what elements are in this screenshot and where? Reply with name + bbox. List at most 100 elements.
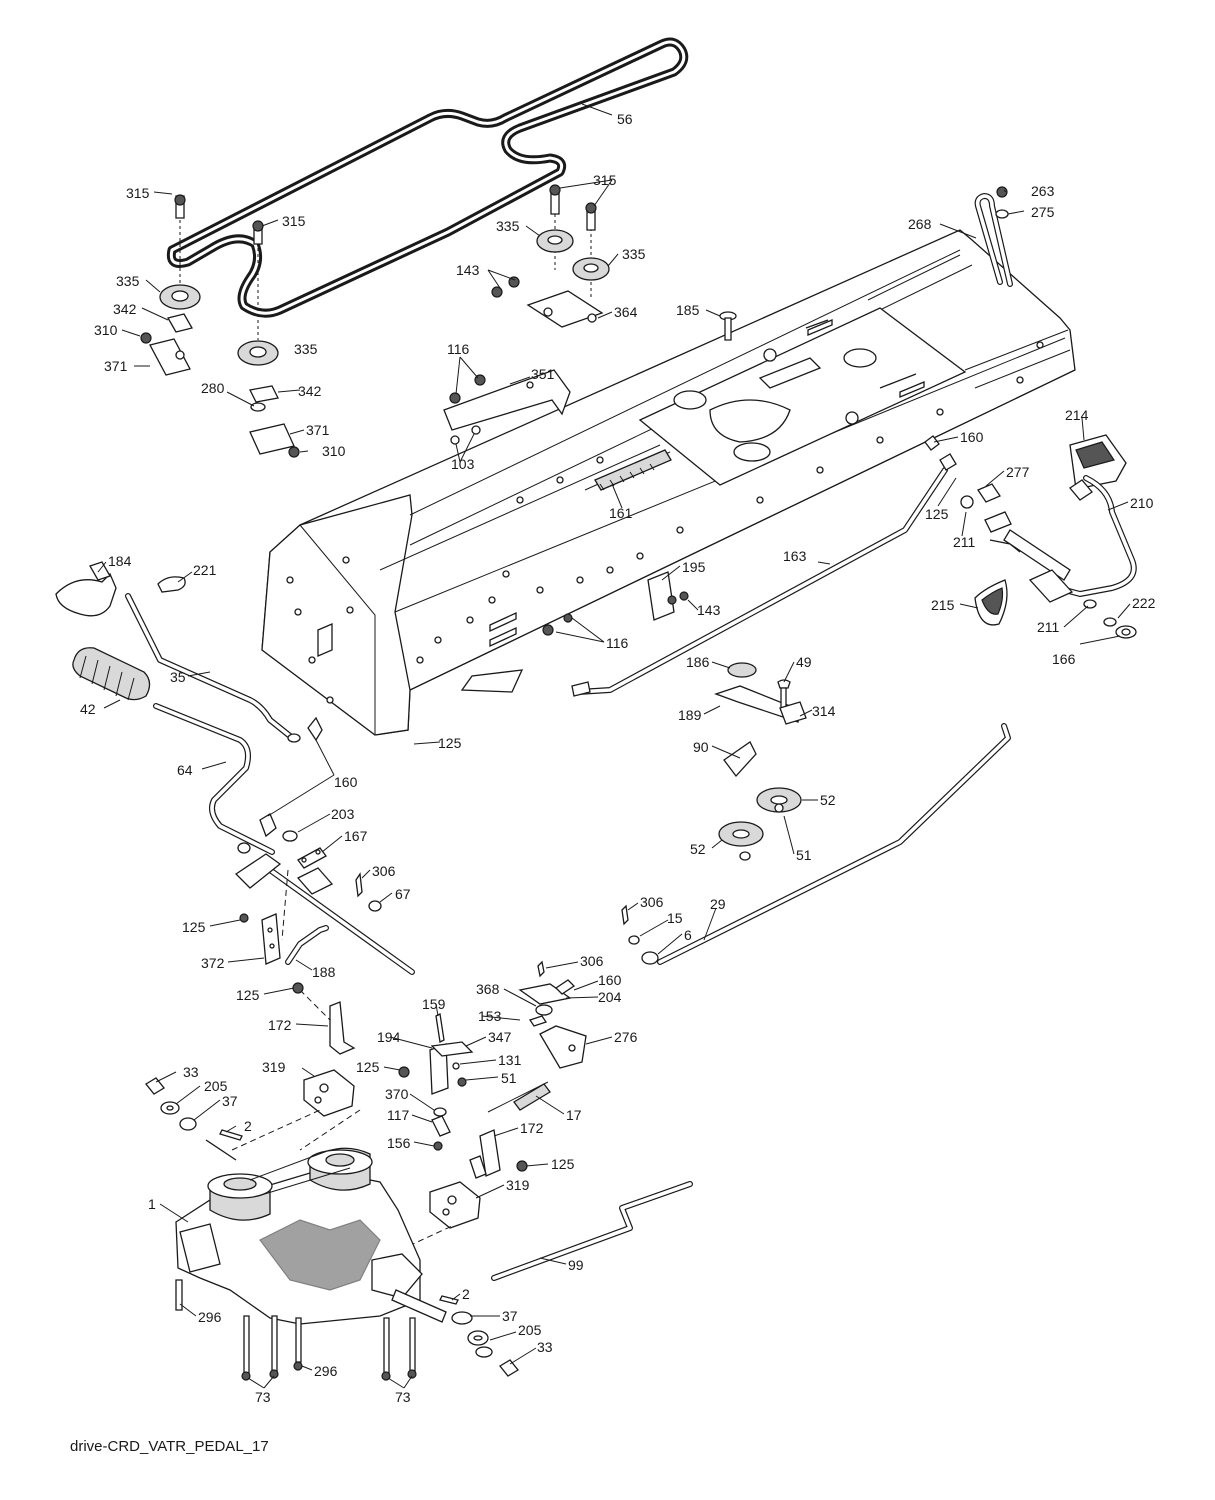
callout-159: 159	[422, 996, 446, 1012]
callout-6: 6	[684, 927, 692, 943]
callout-222: 222	[1132, 595, 1156, 611]
callout-2: 2	[462, 1286, 470, 1302]
washer-67	[368, 900, 382, 912]
callout-167: 167	[344, 828, 368, 844]
callout-166: 166	[1052, 651, 1076, 667]
callout-315: 315	[282, 213, 306, 229]
tension-spring	[584, 449, 672, 491]
callout-37: 37	[222, 1093, 238, 1109]
callout-335: 335	[622, 246, 646, 262]
transaxle-bolts	[175, 1279, 417, 1381]
callout-125: 125	[236, 987, 260, 1003]
callout-368: 368	[476, 981, 500, 997]
callout-67: 67	[395, 886, 411, 902]
callout-188: 188	[312, 964, 336, 980]
callout-35: 35	[170, 669, 186, 685]
brake-rod-268	[974, 186, 1013, 287]
callout-280: 280	[201, 380, 225, 396]
callout-371: 371	[306, 422, 330, 438]
callout-56: 56	[617, 111, 633, 127]
callout-342: 342	[113, 301, 137, 317]
clip-160-left	[307, 716, 323, 742]
callout-351: 351	[531, 366, 555, 382]
callout-64: 64	[177, 762, 193, 778]
callout-335: 335	[294, 341, 318, 357]
callout-364: 364	[614, 304, 638, 320]
callout-203: 203	[331, 806, 355, 822]
callout-51: 51	[796, 847, 812, 863]
callout-172: 172	[268, 1017, 292, 1033]
callout-17: 17	[566, 1107, 582, 1123]
callout-319: 319	[506, 1177, 530, 1193]
callout-116: 116	[606, 635, 629, 651]
axle-hardware-left	[145, 1077, 243, 1161]
callout-172: 172	[520, 1120, 544, 1136]
callout-163: 163	[783, 548, 807, 564]
grip-42	[72, 647, 151, 701]
callout-335: 335	[116, 273, 140, 289]
callout-103: 103	[451, 456, 475, 472]
callout-189: 189	[678, 707, 702, 723]
callout-161: 161	[609, 505, 633, 521]
bracket-172-upper	[329, 1001, 356, 1055]
callout-335: 335	[496, 218, 520, 234]
bracket-195	[647, 571, 689, 621]
bracket-172-lower	[469, 1129, 528, 1179]
bracket-372	[239, 913, 281, 965]
linkage-center	[518, 960, 587, 1069]
callout-211: 211	[953, 534, 976, 550]
callout-186: 186	[686, 654, 710, 670]
callout-185: 185	[676, 302, 700, 318]
rod-99	[491, 1181, 693, 1281]
callout-153: 153	[478, 1008, 502, 1024]
callout-315: 315	[593, 172, 617, 188]
callout-296: 296	[314, 1363, 338, 1379]
brake-rod-163	[571, 453, 957, 697]
bracket-319-lower	[429, 1181, 481, 1229]
link-167	[297, 847, 327, 869]
bracket-319-upper	[303, 1069, 355, 1117]
callout-306: 306	[580, 953, 604, 969]
callout-347: 347	[488, 1029, 512, 1045]
pin-306-left	[355, 872, 363, 898]
knob-184	[55, 561, 117, 617]
callout-15: 15	[667, 910, 683, 926]
nut-125-left	[292, 982, 304, 994]
linkage-194	[398, 1013, 474, 1151]
callout-73: 73	[395, 1389, 411, 1405]
callout-labels: 56 315 315 315 335 335 335 335 342 342 3…	[80, 111, 1156, 1405]
callout-49: 49	[796, 654, 812, 670]
callout-42: 42	[80, 701, 96, 717]
callout-52: 52	[820, 792, 836, 808]
rod-35	[125, 593, 301, 743]
callout-214: 214	[1065, 407, 1089, 423]
callout-116: 116	[447, 341, 470, 357]
callout-131: 131	[498, 1052, 522, 1068]
frame-holes	[286, 341, 1044, 704]
callout-314: 314	[812, 703, 836, 719]
nut-116-lower-2	[563, 613, 573, 623]
callout-2: 2	[244, 1118, 252, 1134]
diagram-caption: drive-CRD_VATR_PEDAL_17	[70, 1438, 269, 1455]
callout-306: 306	[640, 894, 664, 910]
callout-160: 160	[334, 774, 358, 790]
callout-33: 33	[183, 1064, 199, 1080]
callout-52: 52	[690, 841, 706, 857]
callout-37: 37	[502, 1308, 518, 1324]
callout-263: 263	[1031, 183, 1055, 199]
callout-160: 160	[960, 429, 984, 445]
callout-210: 210	[1130, 495, 1154, 511]
idler-pulley-group-center	[491, 184, 610, 328]
callout-73: 73	[255, 1389, 271, 1405]
callout-90: 90	[693, 739, 709, 755]
callout-221: 221	[193, 562, 217, 578]
callout-leaders	[97, 103, 1131, 1389]
clip-160-mid	[259, 813, 277, 838]
callout-125: 125	[356, 1059, 380, 1075]
transaxle	[175, 1147, 519, 1377]
lever-64	[153, 703, 275, 855]
callout-143: 143	[456, 262, 480, 278]
callout-125: 125	[925, 506, 949, 522]
shaft-188	[234, 853, 415, 975]
